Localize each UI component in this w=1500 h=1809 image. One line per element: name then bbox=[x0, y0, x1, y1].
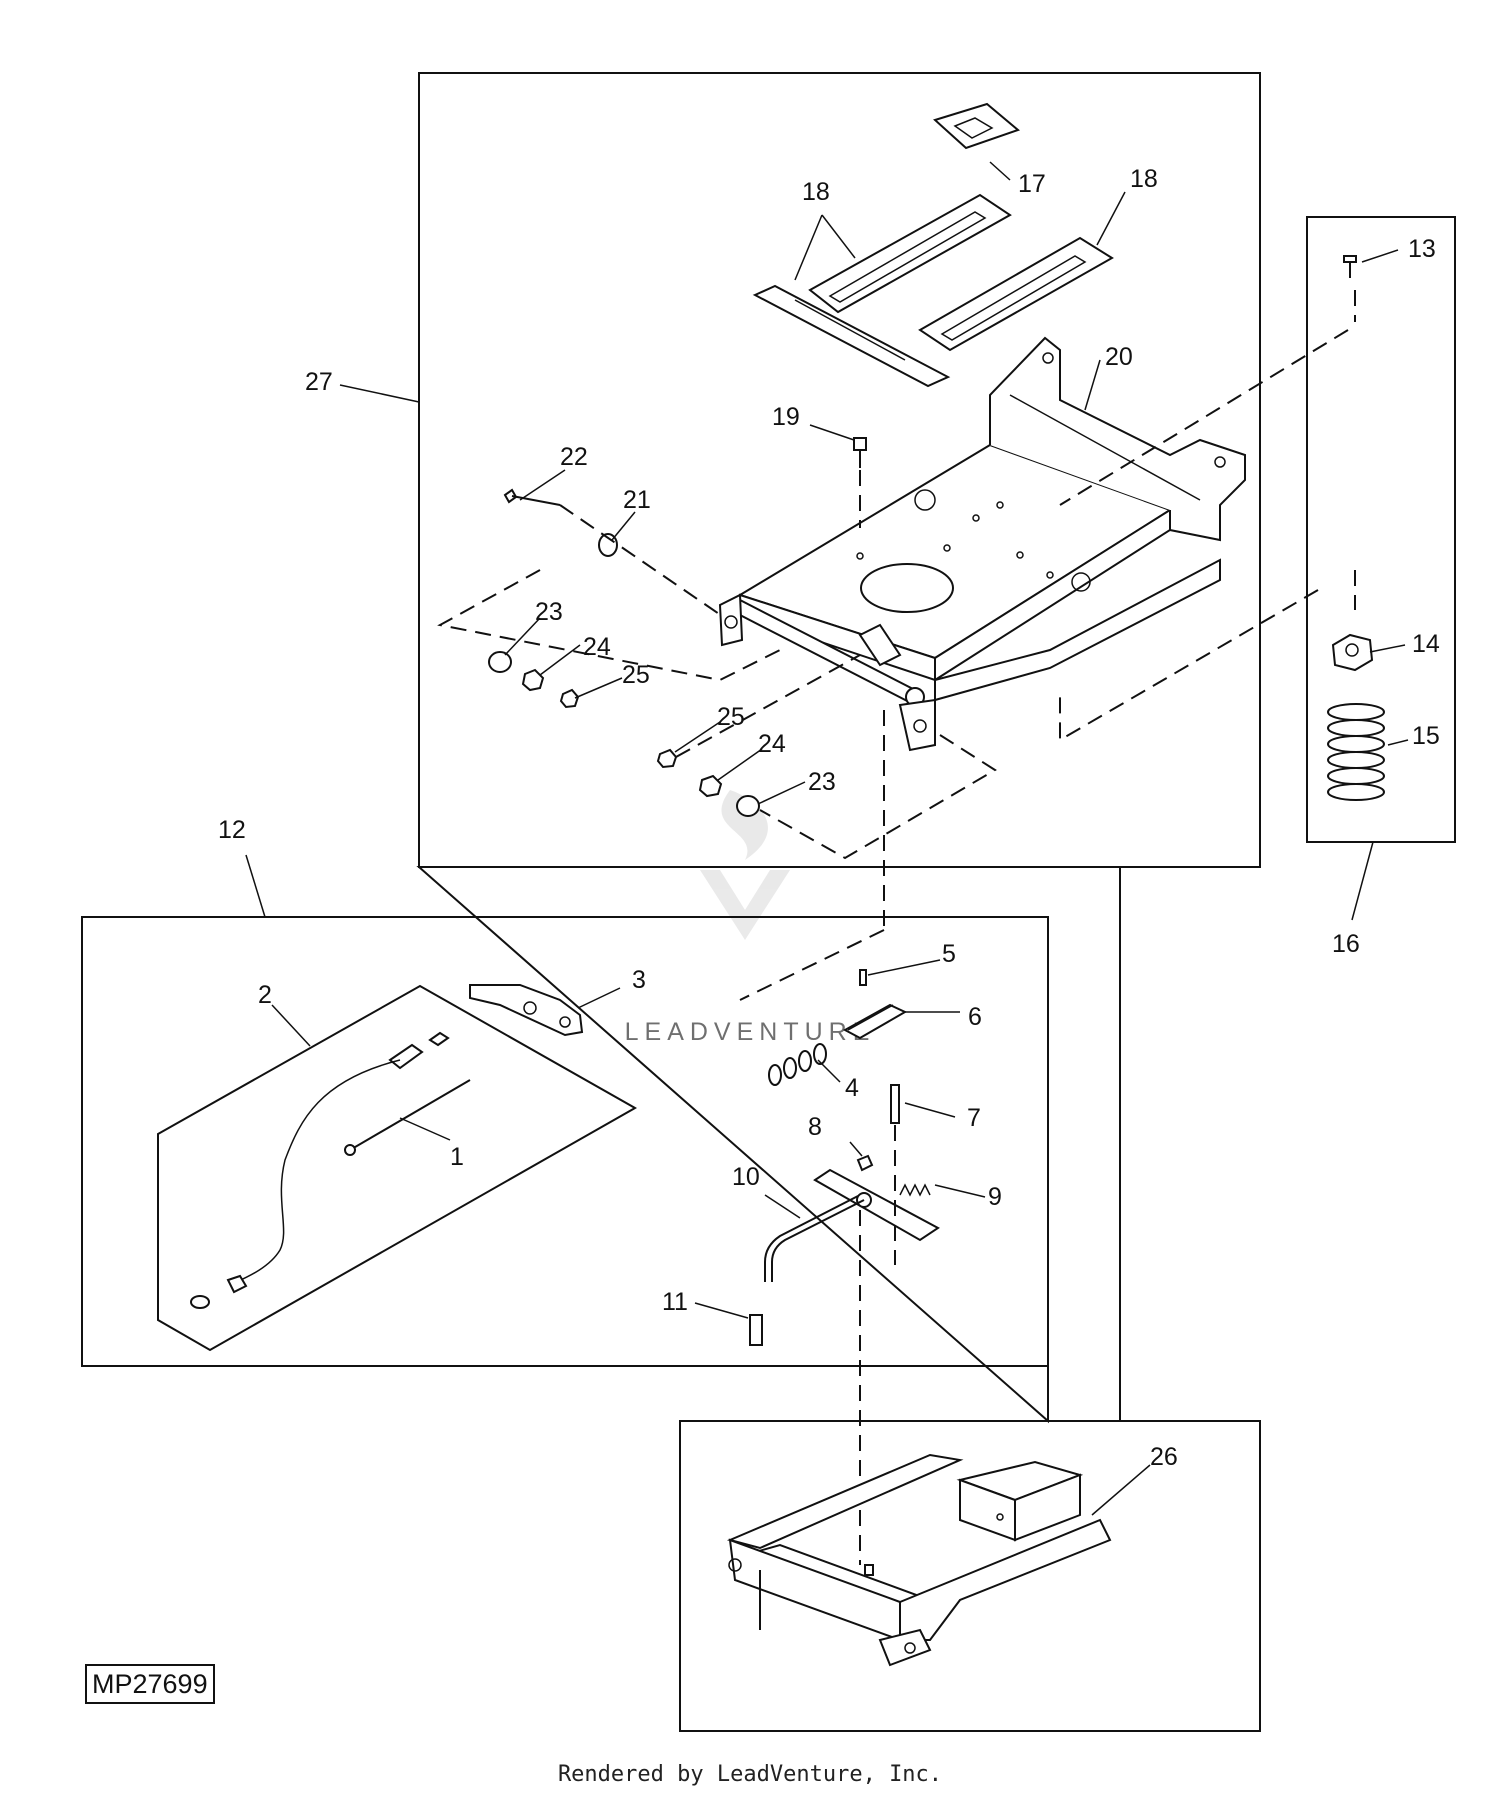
dash-22 bbox=[559, 504, 726, 619]
watermark-text: LEADVENTURE bbox=[625, 1018, 876, 1046]
cable-panel-outline bbox=[157, 984, 638, 1352]
dash-box-right bbox=[759, 734, 997, 860]
lever-10 bbox=[764, 1168, 940, 1282]
leader-lines bbox=[245, 161, 1409, 1516]
group-box-12 bbox=[81, 866, 1121, 1424]
base-26 bbox=[726, 1453, 1112, 1667]
group-box-16 bbox=[1306, 216, 1456, 843]
callout-18a: 18 bbox=[802, 178, 830, 206]
callout-4: 4 bbox=[845, 1074, 859, 1102]
callout-23a: 23 bbox=[535, 598, 563, 626]
footer-credit: Rendered by LeadVenture, Inc. bbox=[557, 1762, 943, 1787]
callout-20: 20 bbox=[1105, 343, 1133, 371]
clip-8 bbox=[856, 1154, 874, 1172]
callout-2: 2 bbox=[258, 981, 272, 1009]
callout-23b: 23 bbox=[808, 768, 836, 796]
callout-6: 6 bbox=[968, 1003, 982, 1031]
callout-19: 19 bbox=[772, 403, 800, 431]
cable-2 bbox=[190, 1031, 450, 1309]
spring-9 bbox=[899, 1183, 931, 1197]
callout-26: 26 bbox=[1150, 1443, 1178, 1471]
bolt-22 bbox=[503, 488, 561, 506]
callout-18b: 18 bbox=[1130, 165, 1158, 193]
callout-24b: 24 bbox=[758, 730, 786, 758]
pin-7 bbox=[890, 1084, 900, 1124]
callout-16: 16 bbox=[1332, 930, 1360, 958]
callout-14: 14 bbox=[1412, 630, 1440, 658]
nut-14 bbox=[1331, 633, 1374, 672]
decal-17 bbox=[933, 102, 1020, 150]
spring-15 bbox=[1327, 703, 1385, 801]
dash-13-frame bbox=[1059, 329, 1349, 506]
diagram-id-label: MP27699 bbox=[85, 1664, 215, 1704]
nut-25-left bbox=[559, 688, 580, 709]
seat-frame-20 bbox=[718, 336, 1246, 752]
callout-17: 17 bbox=[1018, 170, 1046, 198]
spring-4 bbox=[768, 1043, 827, 1086]
pin-11 bbox=[749, 1314, 763, 1346]
dash-to-5 bbox=[739, 929, 885, 1001]
callout-25b: 25 bbox=[717, 703, 745, 731]
callout-10: 10 bbox=[732, 1163, 760, 1191]
nut-24-left bbox=[521, 668, 545, 692]
callout-3: 3 bbox=[632, 966, 646, 994]
washer-23-right bbox=[736, 795, 760, 817]
callout-12: 12 bbox=[218, 816, 246, 844]
callout-15: 15 bbox=[1412, 722, 1440, 750]
washer-23-left bbox=[488, 651, 512, 673]
skid-plates-18 bbox=[752, 193, 1114, 388]
callout-13: 13 bbox=[1408, 235, 1436, 263]
pin-5 bbox=[859, 969, 867, 986]
callout-8: 8 bbox=[808, 1113, 822, 1141]
bracket-3 bbox=[469, 984, 584, 1037]
callout-1: 1 bbox=[450, 1143, 464, 1171]
callout-5: 5 bbox=[942, 940, 956, 968]
dash-25-right bbox=[675, 654, 861, 758]
bolt-19 bbox=[853, 437, 867, 468]
screw-13 bbox=[1343, 255, 1357, 278]
nut-24-right bbox=[698, 774, 723, 798]
callout-27: 27 bbox=[305, 368, 333, 396]
nut-25-right bbox=[656, 748, 678, 769]
rod-1 bbox=[344, 1079, 471, 1156]
callout-9: 9 bbox=[988, 1183, 1002, 1211]
callout-11: 11 bbox=[662, 1288, 688, 1316]
dash-14-frame bbox=[1059, 589, 1319, 742]
dash-box-left bbox=[437, 569, 781, 682]
group-box-12-inner bbox=[81, 916, 1049, 1367]
callout-21: 21 bbox=[623, 486, 651, 514]
group-box-26 bbox=[679, 1420, 1261, 1732]
callout-24a: 24 bbox=[583, 633, 611, 661]
group-box-12-outer bbox=[680, 866, 1121, 1422]
callout-22: 22 bbox=[560, 443, 588, 471]
callout-25a: 25 bbox=[622, 661, 650, 689]
callout-7: 7 bbox=[967, 1104, 981, 1132]
